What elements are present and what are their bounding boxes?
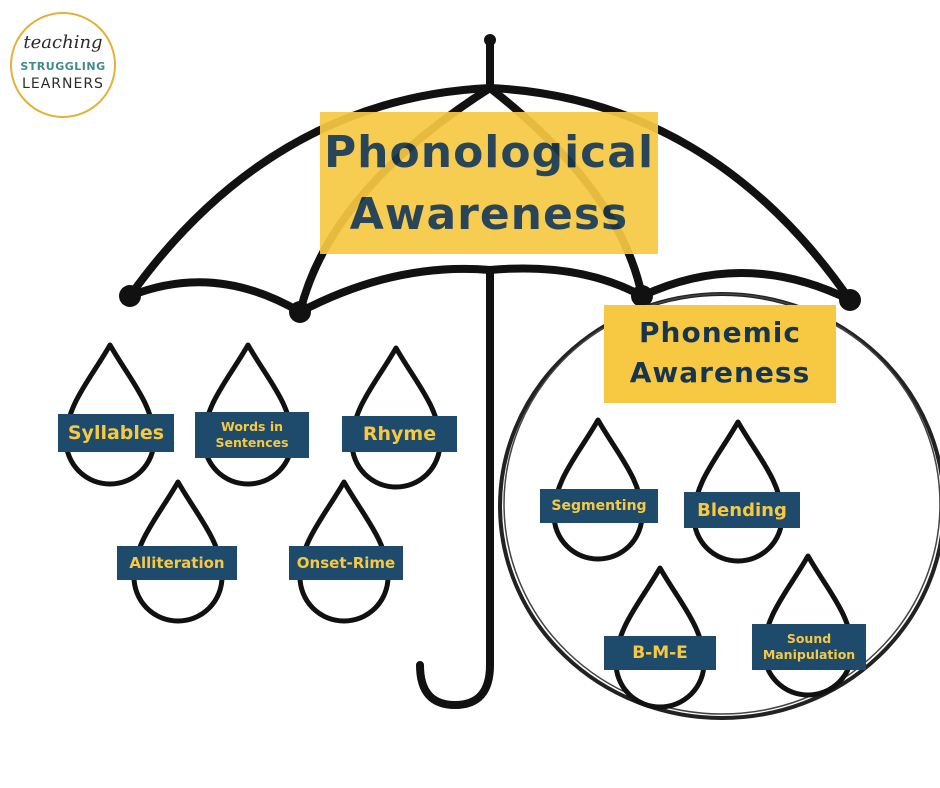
tag-words-in-sentences: Words in Sentences (195, 412, 309, 458)
title-line-1: Phonological (323, 127, 655, 178)
logo-line-1: teaching (23, 32, 103, 53)
tag-syllables: Syllables (58, 414, 174, 452)
tag-segmenting: Segmenting (540, 489, 658, 523)
phonemic-title-line-2: Awareness (629, 356, 811, 389)
title-line-2: Awareness (349, 189, 629, 240)
phonemic-title-line-1: Phonemic (639, 316, 801, 349)
umbrella-handle (416, 266, 494, 709)
tag-rhyme: Rhyme (342, 416, 457, 452)
tag-alliteration: Alliteration (117, 546, 237, 580)
tag-bme: B-M-E (604, 636, 716, 670)
phonological-awareness-title: Phonological Awareness (320, 112, 658, 254)
tag-sound-manipulation: Sound Manipulation (752, 624, 866, 670)
teaching-struggling-learners-logo: teaching STRUGGLING LEARNERS (10, 12, 116, 118)
logo-line-3: LEARNERS (22, 76, 104, 92)
phonemic-awareness-title: Phonemic Awareness (604, 305, 836, 403)
tag-blending: Blending (684, 492, 800, 528)
logo-line-2: STRUGGLING (20, 60, 106, 73)
tag-onset-rime: Onset-Rime (289, 546, 403, 580)
